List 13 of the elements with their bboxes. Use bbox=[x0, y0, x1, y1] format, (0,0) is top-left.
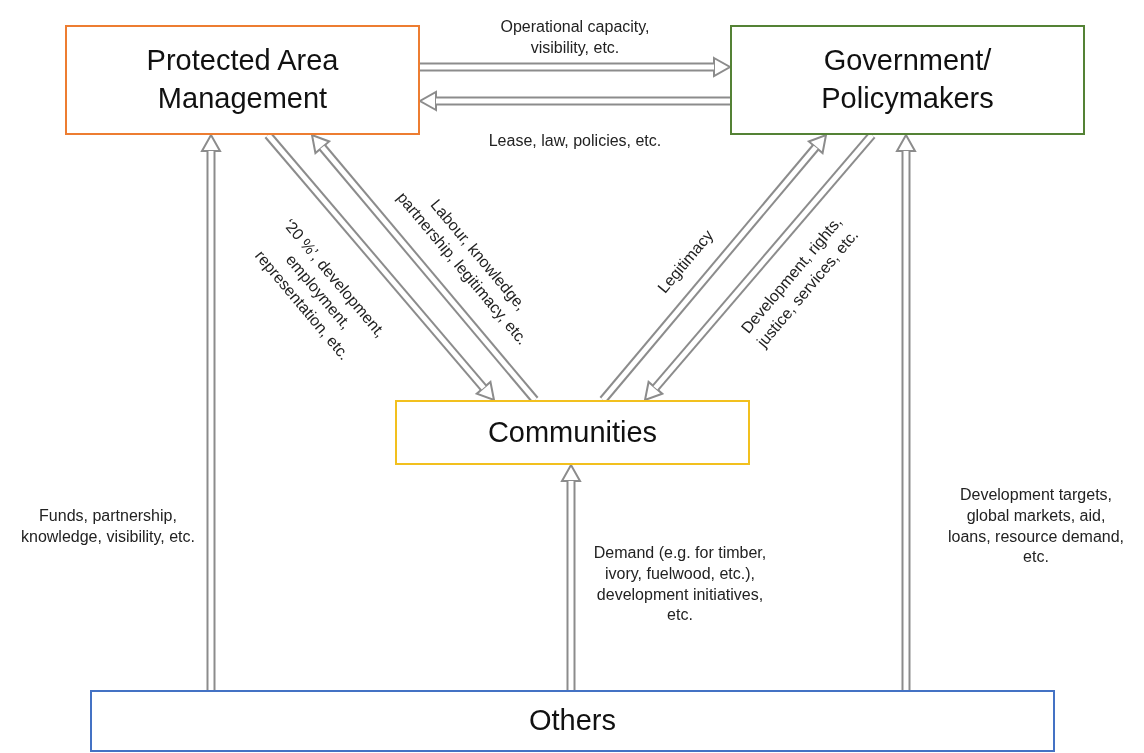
process-box bbox=[730, 25, 1085, 135]
node-title: Others bbox=[529, 703, 616, 739]
process-box bbox=[395, 400, 750, 465]
edge-label: Funds, partnership, knowledge, visibility, etc. bbox=[20, 506, 196, 547]
edge-label: Operational capacity, visibility, etc. bbox=[499, 17, 651, 58]
process-box bbox=[90, 690, 1055, 752]
node-title: Government/ Policymakers bbox=[820, 43, 995, 116]
process-box bbox=[65, 25, 420, 135]
node-title: Communities bbox=[487, 414, 658, 450]
node-title: Protected Area Management bbox=[145, 43, 340, 116]
edge-label: Demand (e.g. for timber, ivory, fuelwood, etc.), development initiatives, etc. bbox=[592, 543, 768, 626]
edge-label: Development targets, global markets, aid, loans, resource demand, etc. bbox=[946, 485, 1126, 568]
edge-label: Lease, law, policies, etc. bbox=[487, 130, 663, 151]
